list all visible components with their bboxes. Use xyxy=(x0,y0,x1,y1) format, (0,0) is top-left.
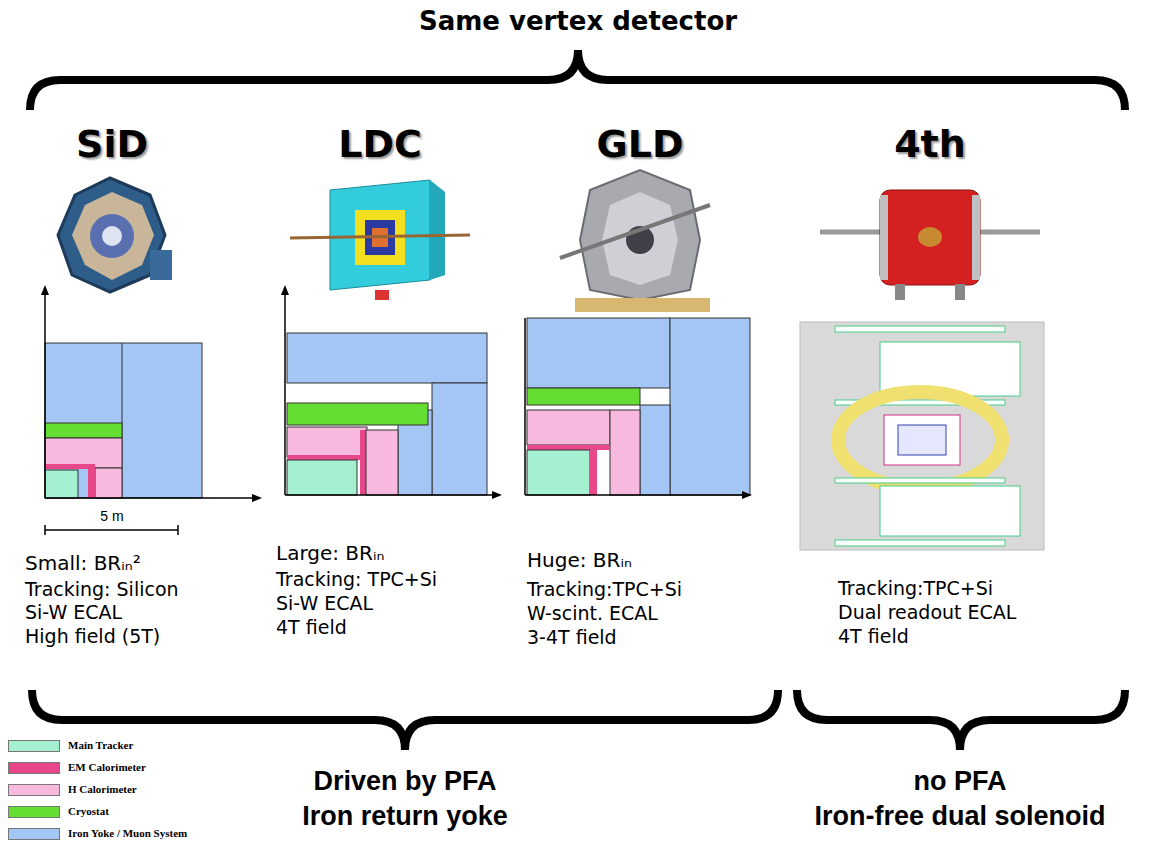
brace xyxy=(32,690,778,750)
legend-swatch xyxy=(8,784,60,796)
spec-line: Dual readout ECAL xyxy=(838,601,1016,623)
fourth-picture xyxy=(820,190,1040,300)
diagram-title: Same vertex detector xyxy=(419,6,737,36)
scale-label: 5 m xyxy=(100,508,123,524)
spec-line: Si-W ECAL xyxy=(25,601,122,623)
sid-schematic xyxy=(41,285,262,535)
legend-swatch xyxy=(8,806,60,818)
gld-picture xyxy=(560,170,710,312)
spec-line: 3-4T field xyxy=(527,626,617,648)
group-note: no PFA xyxy=(914,766,1007,797)
legend-swatch xyxy=(8,762,60,774)
legend-text: Iron Yoke / Muon System xyxy=(68,827,187,839)
fourth-schematic xyxy=(800,322,1044,550)
group-note: Iron-free dual solenoid xyxy=(814,801,1105,832)
field-note: Large: BRᵢₙ xyxy=(276,541,385,565)
field-note: Small: BRᵢₙ² xyxy=(25,551,141,575)
spec-line: 4T field xyxy=(276,616,347,638)
spec-line: High field (5T) xyxy=(25,625,160,647)
spec-line: 4T field xyxy=(838,625,909,647)
legend-text: Main Tracker xyxy=(68,739,133,751)
legend-swatch xyxy=(8,828,60,840)
spec-line: Tracking:TPC+Si xyxy=(838,577,993,599)
legend-text: Cryostat xyxy=(68,805,109,817)
ldc-schematic xyxy=(281,285,502,499)
brace xyxy=(30,50,1125,110)
spec-line: Si-W ECAL xyxy=(276,592,373,614)
brace xyxy=(797,690,1125,750)
legend-swatch xyxy=(8,740,60,752)
spec-line: Tracking:TPC+Si xyxy=(527,578,682,600)
spec-line: Tracking: TPC+Si xyxy=(276,568,437,590)
legend-text: H Calorimeter xyxy=(68,783,137,795)
detector-name: LDC xyxy=(338,122,422,166)
field-note: Huge: BRᵢₙ xyxy=(527,548,632,572)
sid-picture xyxy=(58,178,172,292)
spec-line: W-scint. ECAL xyxy=(527,602,658,624)
group-note: Iron return yoke xyxy=(302,801,508,832)
detector-name: 4th xyxy=(894,122,966,166)
legend-text: EM Calorimeter xyxy=(68,761,146,773)
detector-name: SiD xyxy=(76,122,148,166)
detector-name: GLD xyxy=(597,122,684,166)
ldc-picture xyxy=(290,180,470,300)
group-note: Driven by PFA xyxy=(313,766,496,797)
gld-schematic xyxy=(525,318,752,499)
spec-line: Tracking: Silicon xyxy=(25,578,179,600)
